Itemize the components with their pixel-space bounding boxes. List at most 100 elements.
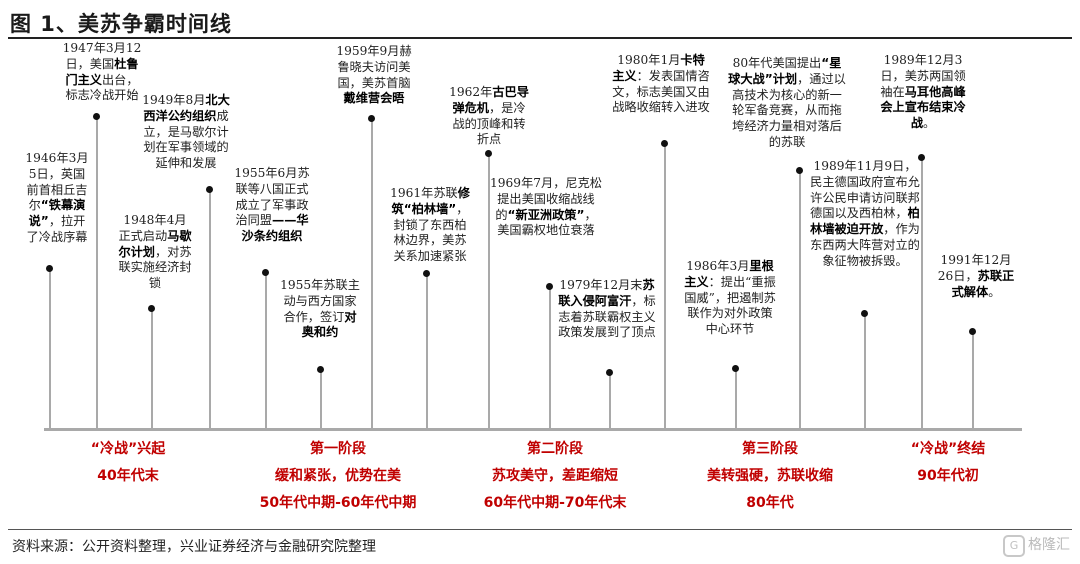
event-1949: 1949年8月北大西洋公约组织成立，是马歇尔计划在军事领域的延伸和发展 bbox=[140, 93, 232, 172]
event-keyword: 卡特主义 bbox=[612, 53, 705, 83]
event-1991: 1991年12月26日，苏联正式解体。 bbox=[936, 253, 1016, 300]
dot-1948 bbox=[148, 305, 155, 312]
stem-1979 bbox=[609, 372, 611, 430]
event-text: 1980年1月 bbox=[617, 53, 681, 67]
phase-line: “冷战”终结 bbox=[910, 441, 986, 457]
phase-line: 40年代末 bbox=[97, 468, 159, 484]
event-1955b: 1955年苏联主动与西方国家合作，签订对奥和约 bbox=[280, 278, 360, 341]
stem-1986 bbox=[735, 368, 737, 430]
event-1946: 1946年3月5日，英国前首相丘吉尔“铁幕演说”，拉开了冷战序幕 bbox=[24, 151, 90, 246]
event-1948: 1948年4月正式启动马歇尔计划，对苏联实施经济封锁 bbox=[118, 213, 192, 292]
event-text: 出台，标志冷战开始 bbox=[65, 72, 139, 103]
event-80s: 80年代美国提出“星球大战”计划，通过以高技术为核心的新一轮军备竞赛，从而拖垮经… bbox=[728, 56, 846, 151]
event-text: ，标志着苏联霸权主义政策发展到了顶点 bbox=[558, 293, 656, 340]
source-divider bbox=[8, 529, 1072, 530]
dot-1949 bbox=[206, 186, 213, 193]
event-keyword: 马歇尔计划 bbox=[118, 228, 192, 259]
dot-1991 bbox=[969, 328, 976, 335]
dot-1955a bbox=[262, 269, 269, 276]
event-text: ：提出“重振国威”，把遏制苏联作为对外政策中心环节 bbox=[684, 274, 776, 337]
event-text: 成立，是马歇尔计划在军事领域的延伸和发展 bbox=[143, 108, 229, 171]
event-keyword: “星球大战”计划 bbox=[728, 56, 842, 86]
event-text: 1959年9月赫鲁晓夫访问美国，美苏首脑 bbox=[336, 44, 412, 90]
event-keyword: “新亚洲政策” bbox=[507, 207, 585, 222]
event-text: ，拉开了冷战序幕 bbox=[26, 214, 88, 244]
event-text: 80年代美国提出 bbox=[732, 56, 822, 70]
stem-1980 bbox=[664, 143, 666, 430]
dot-1989a bbox=[861, 310, 868, 317]
stem-80s bbox=[799, 170, 801, 430]
dot-1989b bbox=[918, 154, 925, 161]
event-text: 1949年8月 bbox=[142, 93, 206, 107]
event-text: 1955年苏联主动与西方国家合作，签订 bbox=[280, 278, 360, 324]
stem-1946 bbox=[49, 268, 51, 430]
event-1989a: 1989年11月9日，民主德国政府宣布允许公民申请访问联邦德国以及西柏林，柏林墙… bbox=[808, 159, 922, 270]
event-text: ，美国霸权地位衰落 bbox=[497, 207, 597, 238]
stem-1989b bbox=[921, 157, 923, 430]
event-keyword: 对奥和约 bbox=[301, 309, 357, 340]
event-keyword: 古巴导弹危机 bbox=[452, 85, 529, 115]
dot-1959 bbox=[368, 115, 375, 122]
event-text: 。 bbox=[988, 284, 1001, 299]
event-keyword: 里根主义 bbox=[684, 259, 774, 289]
event-1961: 1961年苏联修筑“柏林墙”，封锁了东西柏林边界，美苏关系加速紧张 bbox=[388, 186, 472, 265]
stem-1991 bbox=[972, 331, 974, 430]
watermark-text: 格隆汇 bbox=[1028, 537, 1070, 553]
event-1947: 1947年3月12日，美国杜鲁门主义出台，标志冷战开始 bbox=[62, 41, 142, 104]
event-keyword: 苏联入侵阿富汗 bbox=[558, 278, 655, 308]
event-1969: 1969年7月，尼克松提出美国收缩战线的“新亚洲政策”，美国霸权地位衰落 bbox=[490, 176, 602, 239]
phase-cold-war-end: “冷战”终结 90年代初 bbox=[878, 436, 1018, 490]
dot-1961 bbox=[423, 270, 430, 277]
event-1986: 1986年3月里根主义：提出“重振国威”，把遏制苏联作为对外政策中心环节 bbox=[682, 259, 778, 338]
dot-1980 bbox=[661, 140, 668, 147]
phase-line: 美转强硬，苏联收缩 bbox=[707, 468, 833, 484]
event-keyword: “铁幕演说” bbox=[28, 198, 86, 229]
stem-1948 bbox=[151, 308, 153, 430]
event-text: 1961年苏联 bbox=[390, 186, 458, 200]
event-text: 1979年12月末 bbox=[559, 278, 643, 292]
event-1979: 1979年12月末苏联入侵阿富汗，标志着苏联霸权主义政策发展到了顶点 bbox=[556, 278, 658, 341]
dot-80s bbox=[796, 167, 803, 174]
stem-1955b bbox=[320, 369, 322, 430]
timeline-axis bbox=[44, 428, 1022, 431]
stem-1959 bbox=[371, 118, 373, 430]
source-note: 资料来源：公开资料整理，兴业证券经济与金融研究院整理 bbox=[12, 539, 376, 555]
event-1955a: 1955年6月苏联等八国正式成立了军事政治同盟——华沙条约组织 bbox=[232, 166, 312, 245]
stem-1989a bbox=[864, 313, 866, 430]
phase-line: “冷战”兴起 bbox=[90, 441, 166, 457]
event-text: 1948年4月正式启动 bbox=[118, 213, 187, 243]
event-text: 1989年12月3日，美苏两国领袖在 bbox=[880, 53, 966, 99]
title-divider bbox=[8, 37, 1072, 39]
phase-stage-2: 第二阶段 苏攻美守，差距缩短 60年代中期-70年代末 bbox=[460, 436, 650, 517]
watermark-logo-icon: G bbox=[1003, 535, 1025, 557]
event-text: 1962年 bbox=[449, 85, 493, 99]
phase-cold-war-rise: “冷战”兴起 40年代末 bbox=[58, 436, 198, 490]
event-text: 1955年6月苏联等八国正式成立了军事政治同盟 bbox=[234, 166, 310, 228]
event-text: ：发表国情咨文，标志美国又由战略收缩转入进攻 bbox=[612, 68, 710, 115]
event-keyword: 戴维营会晤 bbox=[343, 91, 405, 106]
dot-1947 bbox=[93, 113, 100, 120]
event-text: ，对苏联实施经济封锁 bbox=[118, 244, 192, 291]
stem-1962 bbox=[488, 153, 490, 430]
dot-1962 bbox=[485, 150, 492, 157]
stem-1955a bbox=[265, 272, 267, 430]
event-text: 1969年7月，尼克松提出美国收缩战线的 bbox=[490, 176, 602, 222]
event-text: 。 bbox=[923, 116, 936, 131]
phase-line: 缓和紧张，优势在美 bbox=[275, 468, 401, 484]
event-1959: 1959年9月赫鲁晓夫访问美国，美苏首脑戴维营会晤 bbox=[332, 44, 416, 107]
phase-line: 第三阶段 bbox=[742, 441, 798, 457]
event-1962: 1962年古巴导弹危机，是冷战的顶峰和转折点 bbox=[448, 85, 530, 148]
event-text: 1989年11月9日，民主德国政府宣布允许公民申请访问联邦德国以及西柏林， bbox=[810, 159, 920, 221]
dot-1969 bbox=[546, 283, 553, 290]
phase-stage-1: 第一阶段 缓和紧张，优势在美 50年代中期-60年代中期 bbox=[238, 436, 438, 517]
dot-1979 bbox=[606, 369, 613, 376]
stem-1949 bbox=[209, 189, 211, 430]
stem-1961 bbox=[426, 273, 428, 430]
event-text: ，封锁了东西柏林边界，美苏关系加速紧张 bbox=[393, 201, 469, 264]
event-keyword: 杜鲁门主义 bbox=[65, 56, 139, 87]
dot-1946 bbox=[46, 265, 53, 272]
event-keyword: 马耳他高峰会上宣布结束冷战 bbox=[880, 84, 966, 131]
event-1989b: 1989年12月3日，美苏两国领袖在马耳他高峰会上宣布结束冷战。 bbox=[878, 53, 968, 132]
event-keyword: 苏联正式解体 bbox=[951, 268, 1015, 299]
